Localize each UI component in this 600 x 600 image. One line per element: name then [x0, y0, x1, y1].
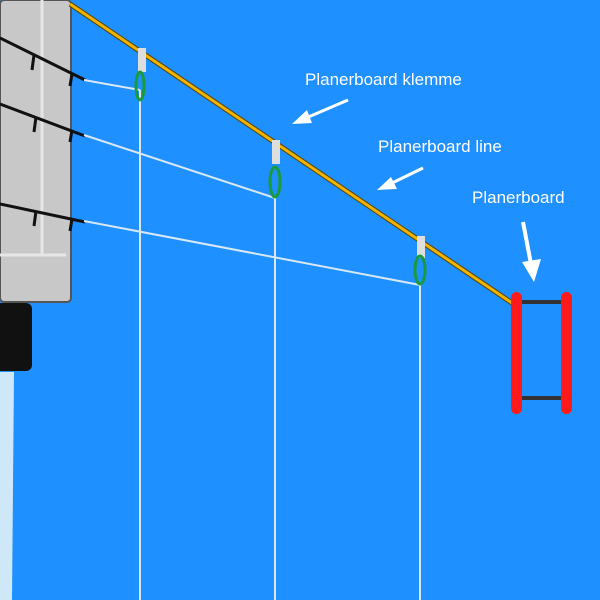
rod-guide-1b: [68, 73, 74, 87]
clip-3-ring: [413, 254, 427, 286]
fishing-line-1: [83, 79, 141, 91]
clip-3-body: [417, 236, 425, 258]
boat-motor: [0, 303, 32, 371]
arrow-clip-shaft: [305, 98, 349, 120]
clip-2-body: [272, 140, 280, 164]
arrows: [292, 98, 541, 282]
clip-1-ring: [134, 70, 146, 102]
fishing-lines: [83, 79, 421, 600]
arrow-line-head: [377, 177, 397, 190]
clip-2: [268, 140, 282, 199]
rod-guide-2a: [32, 116, 38, 133]
clip-3: [413, 236, 427, 286]
boat-wake: [0, 372, 14, 600]
board-runner-left: [511, 292, 522, 414]
label-planerboard: Planerboard: [472, 188, 565, 207]
fishing-rods: [0, 36, 86, 232]
boat-hull: [0, 0, 72, 303]
arrow-clip: [292, 98, 349, 124]
fishing-line-2: [83, 134, 276, 199]
board-runner-right: [561, 292, 572, 414]
arrow-clip-head: [292, 110, 312, 124]
arrow-line-shaft: [389, 166, 424, 186]
label-planerboard-clip: Planerboard klemme: [305, 70, 462, 89]
clip-1: [134, 48, 146, 102]
arrow-line: [377, 166, 424, 190]
arrow-board-head: [522, 259, 541, 282]
rod-guide-3a: [32, 210, 38, 227]
fishing-rod-1: [0, 36, 86, 82]
rod-guide-1a: [30, 54, 36, 71]
arrow-board: [521, 221, 541, 282]
planerboard: [511, 292, 572, 414]
clip-1-body: [138, 48, 146, 72]
boat: [0, 0, 72, 600]
label-planerboard-line: Planerboard line: [378, 137, 502, 156]
rod-guide-2b: [68, 129, 74, 143]
arrow-board-shaft: [521, 221, 533, 265]
clip-2-ring: [268, 165, 282, 199]
rod-guide-3b: [68, 218, 74, 232]
